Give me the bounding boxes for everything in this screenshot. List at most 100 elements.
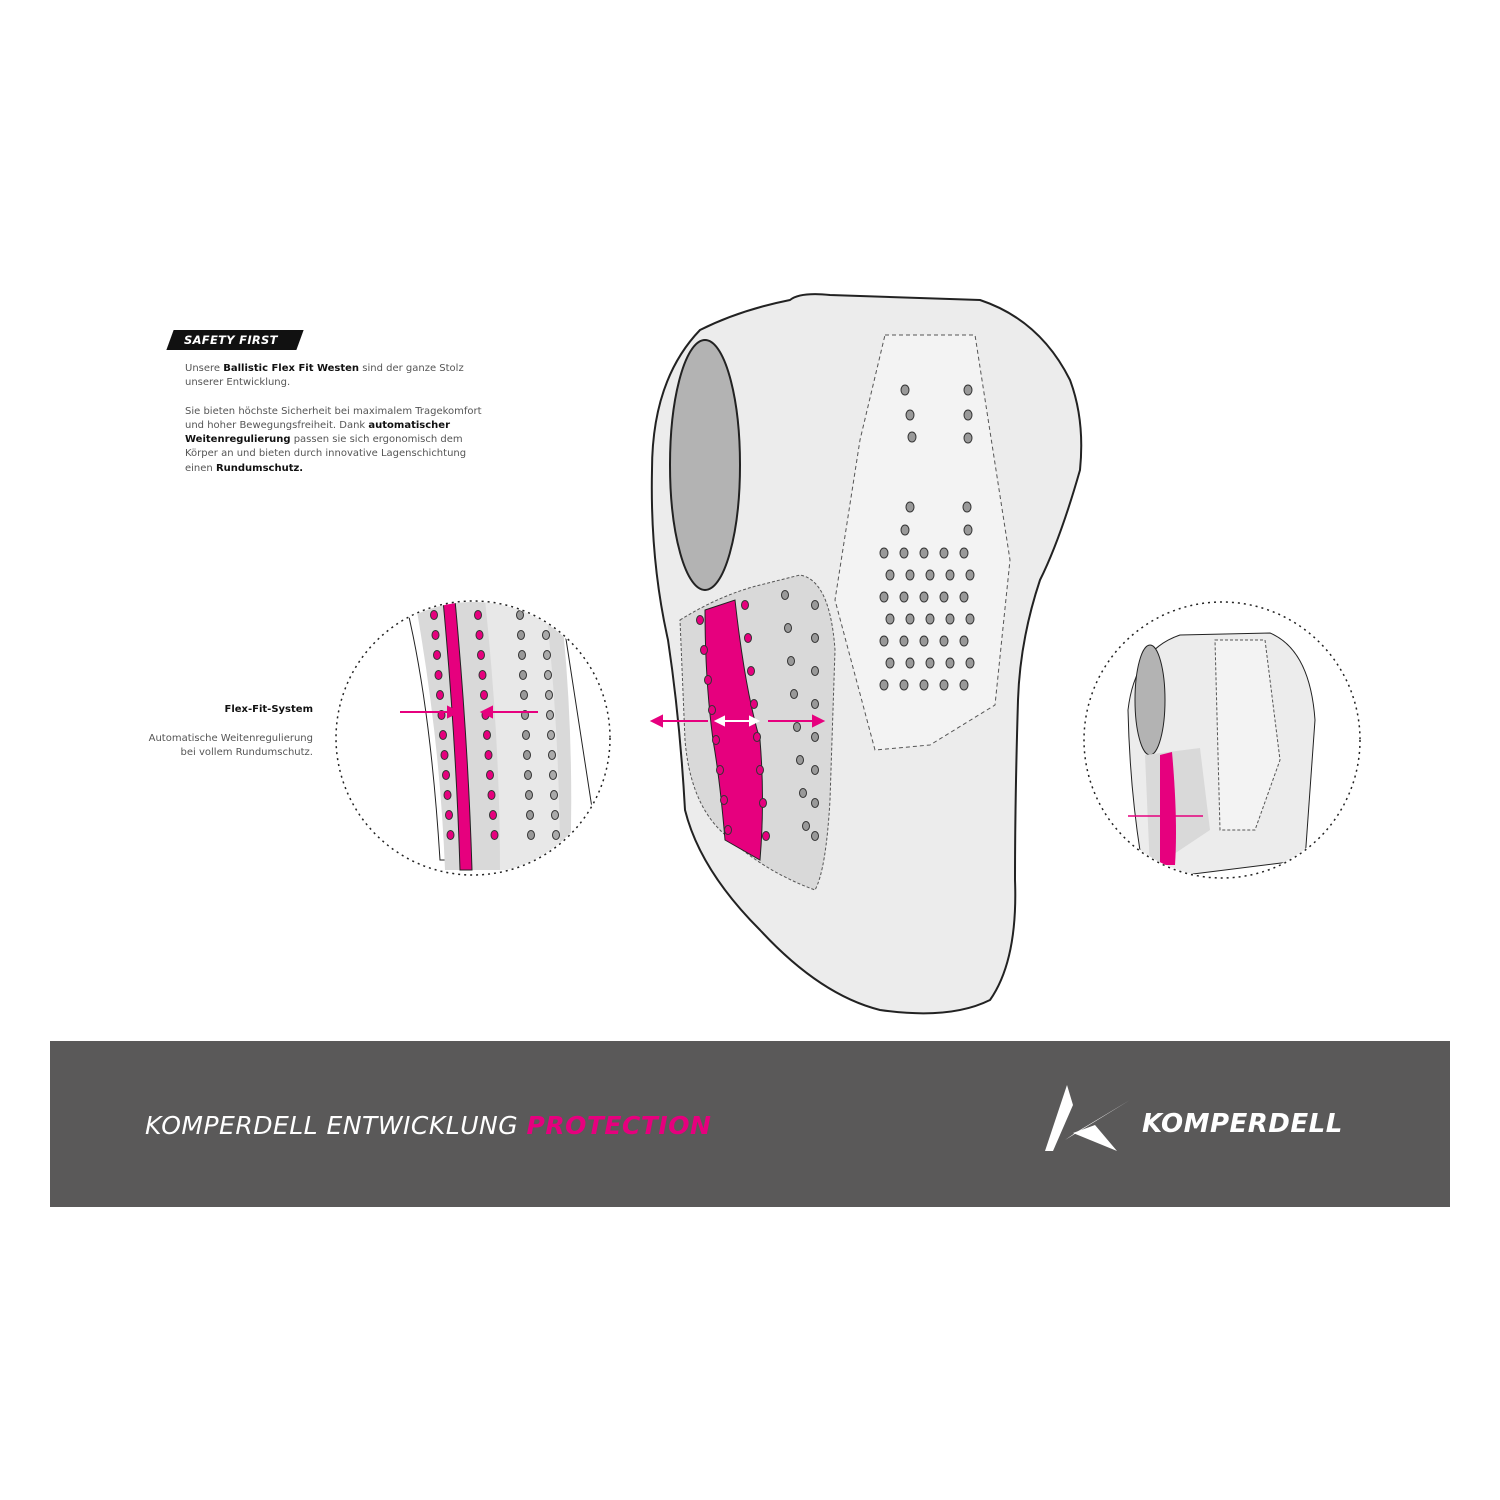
vent-dot	[708, 705, 716, 715]
armhole	[669, 339, 741, 591]
vent-dot	[550, 790, 558, 800]
vent-dot	[905, 501, 915, 513]
vent-dot	[756, 765, 764, 775]
vent-dot	[549, 770, 557, 780]
vent-dot	[551, 810, 559, 820]
vent-dot	[762, 831, 770, 841]
vent-dot	[811, 633, 819, 643]
vent-dot	[963, 432, 973, 444]
vent-dot	[793, 722, 801, 732]
vent-dot	[486, 770, 494, 780]
vent-dot	[490, 830, 499, 840]
vent-dot	[965, 569, 975, 581]
vent-dot	[433, 650, 441, 660]
vent-dot	[879, 635, 889, 647]
vent-dot	[525, 790, 533, 800]
vent-dot	[724, 825, 732, 835]
vent-dot	[526, 810, 534, 820]
vent-dot	[436, 690, 444, 700]
vent-dot	[925, 613, 935, 625]
vent-dot	[802, 821, 810, 831]
vent-dot	[899, 679, 909, 691]
vent-dot	[787, 656, 795, 666]
vent-dot	[939, 635, 949, 647]
vent-dot	[919, 679, 929, 691]
vent-dot	[963, 524, 973, 536]
vent-dot	[919, 635, 929, 647]
vent-dot	[552, 830, 560, 840]
vent-dot	[700, 645, 708, 655]
vent-dot	[541, 610, 549, 620]
vent-dot	[439, 730, 447, 740]
vent-dot	[900, 524, 910, 536]
vent-dot	[811, 831, 819, 841]
band-tagline: KOMPERDELL ENTWICKLUNG PROTECTION	[145, 1111, 712, 1140]
vent-dot	[716, 765, 724, 775]
vent-dot	[747, 666, 755, 676]
vent-dot	[547, 730, 555, 740]
vent-dot	[704, 675, 712, 685]
vent-dot	[527, 830, 535, 840]
vent-dot	[919, 591, 929, 603]
vent-dot	[518, 650, 526, 660]
vent-dot	[963, 409, 973, 421]
vent-dot	[939, 591, 949, 603]
vent-dot	[516, 610, 524, 620]
vent-dot	[543, 650, 551, 660]
vent-dot	[517, 630, 525, 640]
vent-dot	[781, 590, 789, 600]
vent-dot	[790, 689, 798, 699]
vent-dot	[965, 613, 975, 625]
vent-dot	[712, 735, 720, 745]
vent-dot	[480, 690, 488, 700]
brand-name: KOMPERDELL	[1142, 1109, 1343, 1139]
vent-dot	[542, 630, 550, 640]
vent-dot	[963, 384, 973, 396]
komperdell-logo-icon	[1045, 1085, 1130, 1151]
vent-dot	[546, 710, 554, 720]
vent-dot	[487, 790, 496, 800]
vent-dot	[879, 679, 889, 691]
footer-band: KOMPERDELL ENTWICKLUNG PROTECTION KOMPER…	[50, 1041, 1450, 1207]
vent-dot	[905, 569, 915, 581]
vent-dot	[478, 670, 487, 680]
vent-dot	[899, 547, 909, 559]
vent-dot	[962, 501, 972, 513]
vent-dot	[477, 650, 485, 660]
vent-dot	[925, 657, 935, 669]
vent-dot	[524, 770, 532, 780]
vent-dot	[522, 730, 530, 740]
vent-dot	[519, 670, 527, 680]
vent-dot	[939, 547, 949, 559]
vent-dot	[905, 657, 915, 669]
vent-dot	[520, 690, 528, 700]
intro-text: Unsere Ballistic Flex Fit Westen sind de…	[185, 363, 482, 474]
vent-dot	[811, 732, 819, 742]
vent-dot	[811, 666, 819, 676]
vent-dot	[905, 409, 915, 421]
vent-dot	[885, 569, 895, 581]
vent-dot	[959, 679, 969, 691]
vent-dot	[474, 610, 482, 620]
vent-dot	[720, 795, 728, 805]
vent-dot	[544, 670, 552, 680]
vent-dot	[796, 755, 804, 765]
vent-dot	[885, 657, 895, 669]
vent-dot	[489, 810, 497, 820]
vent-dot	[879, 591, 889, 603]
vent-dot	[744, 633, 752, 643]
vent-dot	[484, 750, 493, 760]
vent-dot	[945, 569, 955, 581]
vent-dot	[905, 613, 915, 625]
vent-dot	[548, 750, 556, 760]
vent-dot	[811, 765, 819, 775]
vent-dot	[445, 810, 453, 820]
vent-dot	[784, 623, 792, 633]
vent-dot	[523, 750, 531, 760]
vent-dot	[799, 788, 807, 798]
vent-dot	[939, 679, 949, 691]
vent-dot	[965, 657, 975, 669]
vent-dot	[945, 657, 955, 669]
vent-dot	[475, 630, 484, 640]
